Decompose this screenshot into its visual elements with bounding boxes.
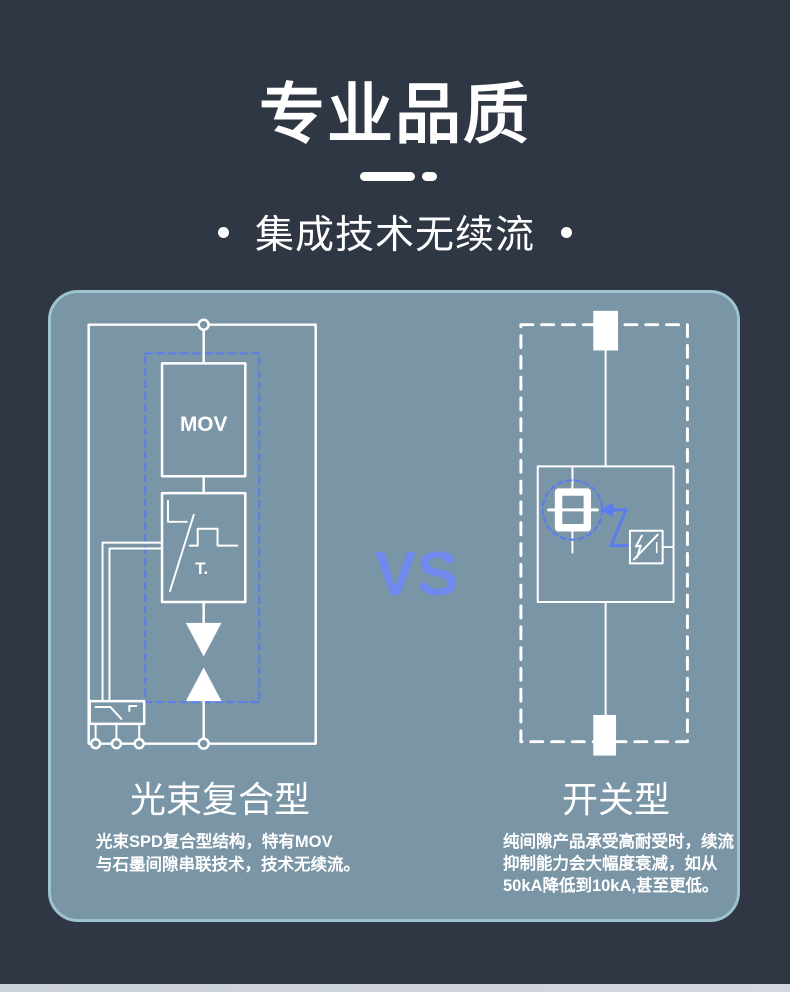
divider-short-bar xyxy=(422,172,437,181)
trigger-symbol-icon xyxy=(166,500,239,593)
subtitle-row: 集成技术无续流 xyxy=(0,204,790,260)
right-description: 纯间隙产品承受高耐受时，续流 抑制能力会大幅度衰减，如从 50kA降低到10kA… xyxy=(503,831,734,897)
counter-device-icon xyxy=(88,699,146,726)
mov-label: MOV xyxy=(180,413,228,436)
vs-label: VS xyxy=(374,540,460,609)
left-description-line1: 光束SPD复合型结构，特有MOV xyxy=(96,833,333,851)
page-title: 专业品质 xyxy=(259,77,531,151)
spark-gap-triangles-icon xyxy=(185,622,222,702)
counter-device-glyph xyxy=(94,705,141,740)
page-subtitle: 集成技术无续流 xyxy=(254,214,535,257)
switching-spd-diagram xyxy=(519,310,689,756)
subtitle-left-dot-icon xyxy=(217,226,229,238)
left-description-line2: 与石墨间隙串联技术，技术无续流。 xyxy=(96,855,360,874)
circuit-diagrams: MOV T. xyxy=(87,310,689,756)
divider-long-bar xyxy=(360,172,415,181)
comparison-panel: MOV T. xyxy=(48,290,740,922)
arc-arrow-icon xyxy=(599,502,632,548)
terminal-block-bottom xyxy=(593,714,617,756)
terminal-block-top xyxy=(593,310,619,351)
right-description-line2: 抑制能力会大幅度衰减，如从 xyxy=(503,855,718,873)
graphite-gap-icon xyxy=(547,488,599,532)
right-diagram-caption: 开关型 xyxy=(561,779,671,820)
trigger-label: T. xyxy=(195,559,208,578)
left-blue-dashed-boundary xyxy=(144,352,261,704)
gap-module-box xyxy=(536,465,675,604)
next-section-edge xyxy=(0,984,790,992)
junction-nodes xyxy=(89,318,210,750)
right-description-line3: 50kA降低到10kA,甚至更低。 xyxy=(503,877,719,895)
right-description-line1: 纯间隙产品承受高耐受时，续流 xyxy=(503,833,734,851)
left-description: 光束SPD复合型结构，特有MOV 与石墨间隙串联技术，技术无续流。 xyxy=(96,831,360,876)
left-diagram-caption: 光束复合型 xyxy=(129,779,311,820)
trigger-box xyxy=(160,491,247,604)
composite-spd-diagram: MOV T. xyxy=(87,318,317,750)
mov-varistor-box xyxy=(160,362,247,478)
subtitle-right-dot-icon xyxy=(561,226,572,238)
title-divider xyxy=(360,172,437,181)
signal-wires xyxy=(101,541,164,704)
lightning-bolt-icon xyxy=(632,533,659,561)
